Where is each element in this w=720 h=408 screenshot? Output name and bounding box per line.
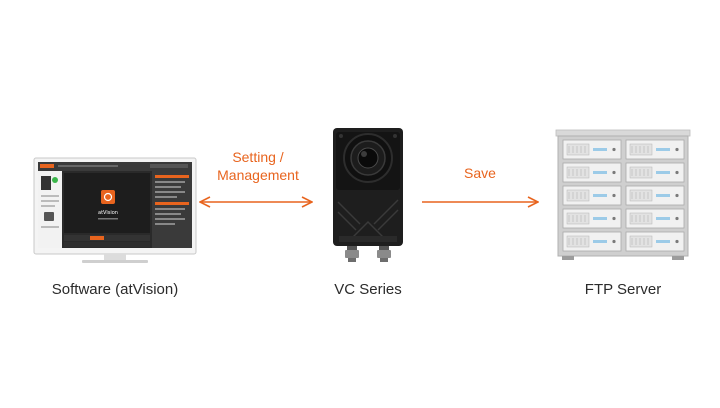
server-unit	[562, 185, 622, 206]
server-unit	[562, 208, 622, 229]
edge-label-line2: Management	[217, 167, 299, 183]
server-unit	[625, 139, 685, 160]
server-unit	[625, 231, 685, 252]
server-unit	[625, 185, 685, 206]
edge-label-save: Save	[464, 165, 496, 181]
camera-icon	[333, 128, 403, 262]
server-unit	[562, 162, 622, 183]
server-unit	[625, 208, 685, 229]
server-unit	[562, 231, 622, 252]
server-unit	[625, 162, 685, 183]
edge-label-setting-management: Setting / Management	[196, 148, 320, 184]
monitor-icon: atVision	[33, 157, 197, 263]
app-name-text: atVision	[98, 210, 118, 216]
edge-label-line1: Setting /	[232, 149, 284, 165]
server-unit	[562, 139, 622, 160]
server-label: FTP Server	[584, 281, 662, 298]
camera-label: VC Series	[334, 281, 402, 298]
software-label: Software (atVision)	[51, 281, 179, 298]
